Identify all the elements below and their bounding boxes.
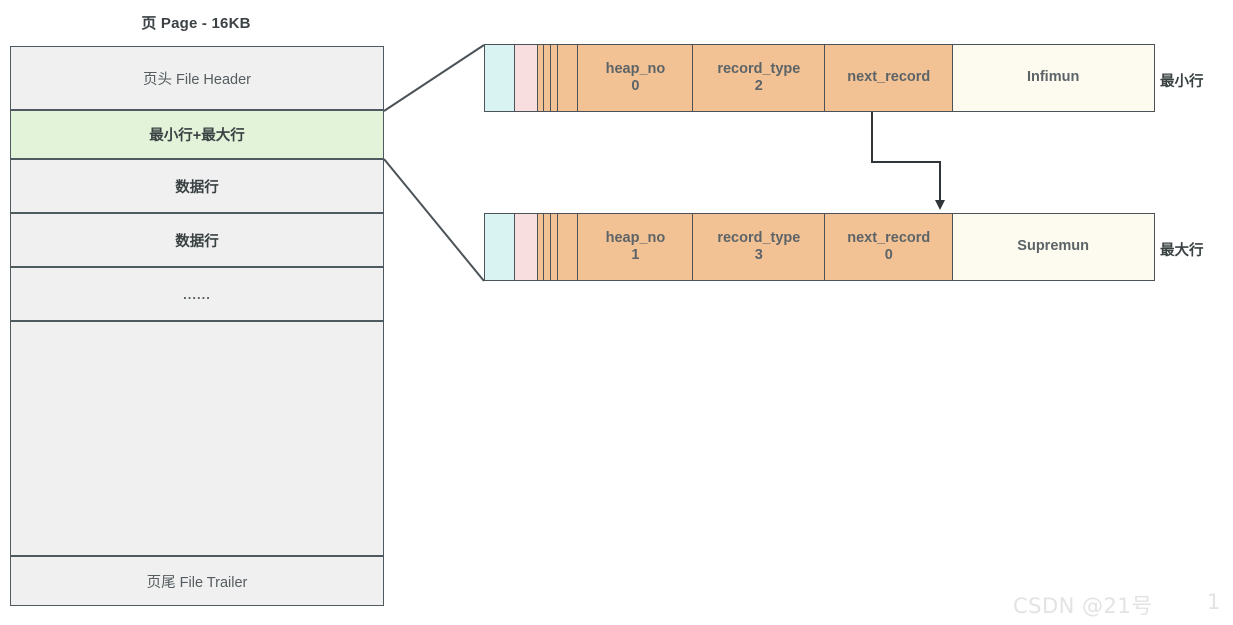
watermark-page-number: 1 bbox=[1207, 590, 1221, 614]
page-row-file-header[interactable]: 页头 File Header bbox=[10, 46, 384, 110]
page-row-label: 页头 File Header bbox=[143, 71, 251, 88]
cell-title: record_type bbox=[717, 229, 801, 246]
next-record-cell[interactable]: next_record bbox=[824, 44, 954, 112]
page-row-min-max-record[interactable]: 最小行+最大行 bbox=[10, 110, 384, 159]
cell-title: heap_no bbox=[605, 60, 666, 77]
cell-title: heap_no bbox=[605, 229, 666, 246]
supremum-row-label: 最大行 bbox=[1160, 243, 1204, 259]
heap-no-cell[interactable]: heap_no 1 bbox=[577, 213, 694, 281]
infimum-record: heap_no 0 record_type 2 next_record Infi… bbox=[484, 44, 1155, 112]
leader-line-to-supremum bbox=[383, 158, 485, 282]
page-row-label: 数据行 bbox=[175, 233, 219, 250]
page-row-data-row-1[interactable]: 数据行 bbox=[10, 159, 384, 213]
record-type-cell[interactable]: record_type 3 bbox=[691, 213, 826, 281]
page-row-label: 页尾 File Trailer bbox=[146, 574, 248, 591]
page-title: 页 Page - 16KB bbox=[141, 15, 251, 32]
cell-title: Infimun bbox=[1026, 69, 1080, 86]
cell-title: record_type bbox=[717, 60, 801, 77]
null-flag-cell[interactable] bbox=[514, 44, 539, 112]
null-flag-cell[interactable] bbox=[514, 213, 539, 281]
variable-length-field-cell[interactable] bbox=[484, 44, 516, 112]
watermark-text: CSDN @21号 bbox=[1013, 594, 1153, 618]
cell-value: 1 bbox=[631, 247, 640, 263]
row-content-cell[interactable]: Infimun bbox=[951, 44, 1155, 112]
page-row-label: 数据行 bbox=[175, 179, 219, 196]
page-row-label: ...... bbox=[183, 286, 211, 302]
variable-length-field-cell[interactable] bbox=[484, 213, 516, 281]
heap-no-cell[interactable]: heap_no 0 bbox=[577, 44, 694, 112]
supremum-record: heap_no 1 record_type 3 next_record 0 Su… bbox=[484, 213, 1155, 281]
heap-no-pad-cell[interactable] bbox=[557, 44, 580, 112]
cell-value: 0 bbox=[884, 247, 893, 263]
next-record-pointer-arrow bbox=[871, 112, 945, 210]
infimum-row-label: 最小行 bbox=[1160, 74, 1204, 90]
page-row-free-space[interactable] bbox=[10, 321, 384, 556]
row-content-cell[interactable]: Supremun bbox=[951, 213, 1155, 281]
cell-title: Supremun bbox=[1017, 238, 1089, 255]
cell-value: 3 bbox=[754, 247, 763, 263]
page-row-ellipsis[interactable]: ...... bbox=[10, 267, 384, 321]
record-type-cell[interactable]: record_type 2 bbox=[691, 44, 826, 112]
page-row-file-trailer[interactable]: 页尾 File Trailer bbox=[10, 556, 384, 606]
cell-title: next_record bbox=[847, 69, 931, 86]
page-structure-box: 页头 File Header 最小行+最大行 数据行 数据行 ...... 页尾… bbox=[10, 46, 384, 606]
cell-title: next_record bbox=[847, 229, 931, 246]
cell-value: 0 bbox=[631, 78, 640, 94]
leader-line-to-infimum bbox=[383, 44, 485, 112]
page-row-label: 最小行+最大行 bbox=[149, 128, 245, 144]
page-row-data-row-2[interactable]: 数据行 bbox=[10, 213, 384, 267]
heap-no-pad-cell[interactable] bbox=[557, 213, 580, 281]
next-record-cell[interactable]: next_record 0 bbox=[824, 213, 954, 281]
cell-value: 2 bbox=[754, 78, 763, 94]
